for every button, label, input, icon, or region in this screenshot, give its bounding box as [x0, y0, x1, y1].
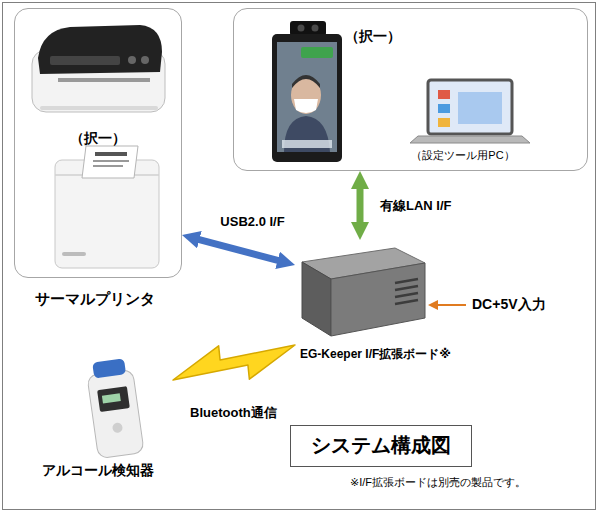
- label-printer-part: [141, 56, 149, 64]
- label-printer-part: [128, 56, 136, 64]
- thermal-terminal-part: [301, 47, 333, 58]
- power-arrow: [428, 300, 466, 310]
- thermal-terminal-part: [298, 25, 305, 32]
- usb-connector: [194, 238, 284, 262]
- choice-note: （択一）: [70, 130, 126, 147]
- laptop-part: [438, 118, 450, 127]
- device-caption: サーマルプリンタ: [35, 290, 155, 308]
- alcohol-detector-part: [112, 422, 123, 433]
- alcohol-detector-part: [102, 393, 121, 403]
- receipt-printer-part: [62, 252, 86, 256]
- connector-label: 有線LAN I/F: [378, 198, 454, 214]
- thermal-terminal-part: [291, 76, 321, 114]
- power-arrow-part: [428, 300, 438, 310]
- bluetooth-bolt: [173, 345, 295, 380]
- printer-group-box: （択一） サーマルプリンタ: [14, 8, 182, 308]
- expansion-board-node: EG-Keeper I/F拡張ボード※: [295, 240, 455, 365]
- expansion-board-housing: [302, 248, 425, 336]
- thermal-terminal: [272, 21, 342, 162]
- footnote: ※I/F拡張ボードは別売の製品です。: [350, 476, 526, 489]
- alcohol-detector: [85, 357, 144, 458]
- thermal-terminal-part: [292, 75, 320, 88]
- laptop-part: [428, 80, 512, 134]
- connector-label: USB2.0 I/F: [218, 214, 286, 230]
- alcohol-detector-part: [87, 369, 144, 459]
- label-printer-part: [50, 56, 120, 65]
- label-printer: [32, 25, 165, 112]
- label-printer-part: [40, 106, 158, 110]
- connector-label: Bluetooth通信: [188, 405, 279, 421]
- expansion-board-housing-part: [302, 262, 331, 336]
- receipt-printer: [55, 146, 159, 268]
- expansion-board-housing-part: [331, 263, 425, 336]
- power-arrow-part: [436, 304, 466, 306]
- device-caption: アルコール検知器: [42, 462, 154, 479]
- thermal-terminal-part: [282, 140, 332, 148]
- terminal-group-box: （択一） （設定ツール用PC）: [233, 8, 588, 171]
- choice-note: （択一）: [345, 28, 401, 45]
- label-printer-part: [58, 78, 150, 82]
- receipt-printer-part: [93, 160, 129, 162]
- thermal-terminal-part: [294, 99, 318, 113]
- label-printer-part: [38, 25, 162, 74]
- device-caption: EG-Keeper I/F拡張ボード※: [300, 347, 451, 361]
- receipt-printer-part: [82, 146, 138, 178]
- thermal-terminal-part: [290, 21, 326, 36]
- laptop-part: [410, 136, 530, 143]
- receipt-printer-part: [95, 152, 127, 156]
- laptop-part: [458, 92, 502, 124]
- title-box: システム構成図: [290, 425, 472, 467]
- label-printer-part: [32, 50, 165, 112]
- thermal-terminal-part: [312, 25, 319, 32]
- outer-frame: [3, 3, 596, 510]
- pc-caption: （設定ツール用PC）: [411, 149, 514, 162]
- laptop-part: [438, 90, 450, 99]
- alcohol-detector-part: [97, 386, 130, 412]
- node-outline: [233, 8, 588, 171]
- laptop: [410, 80, 530, 143]
- alcohol-detector-node: アルコール検知器: [38, 355, 173, 480]
- thermal-terminal-part: [272, 34, 342, 162]
- lan-connector: [357, 183, 364, 228]
- expansion-board-housing-part: [395, 279, 418, 304]
- alcohol-detector-part: [92, 358, 126, 378]
- thermal-terminal-part: [277, 42, 337, 152]
- receipt-printer-part: [93, 165, 123, 167]
- power-input-label: DC+5V入力: [472, 296, 546, 313]
- diagram-title: システム構成図: [311, 433, 451, 457]
- laptop-part: [438, 104, 450, 113]
